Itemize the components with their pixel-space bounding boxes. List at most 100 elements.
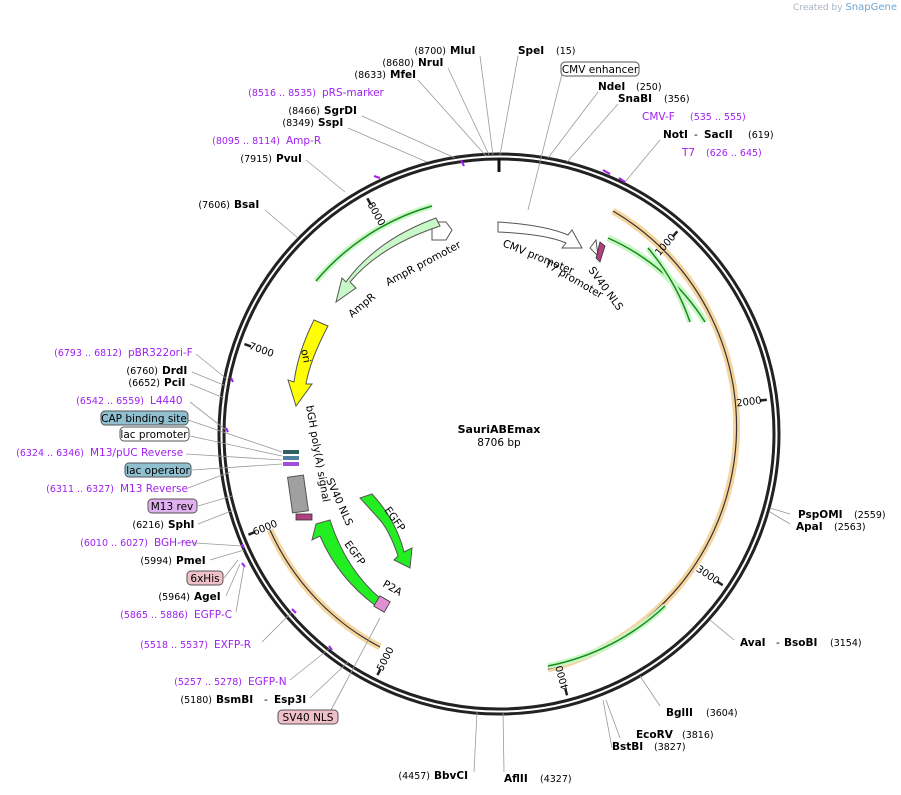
label-ampr-promoter: AmpR promoter	[384, 239, 464, 289]
enzyme-esp3i: Esp3I	[274, 694, 306, 706]
pos-sspi: (8349)	[282, 118, 314, 129]
green-arc-right-bottom-core	[547, 605, 666, 667]
scale-label-3000: 3000	[694, 564, 721, 587]
pos-pbr322ori-f: (6793 .. 6812)	[54, 348, 122, 359]
box-6xhis	[186, 570, 224, 586]
lac-feature-3	[283, 462, 299, 466]
pos-ndei: (250)	[636, 82, 662, 93]
primer-prs-marker: pRS-marker	[322, 87, 385, 99]
primer-cmv-f: CMV-F	[642, 111, 675, 123]
scale-tick-5000	[376, 668, 382, 676]
enzyme-pvui: PvuI	[276, 153, 302, 165]
enzyme-aflii: AflII	[504, 773, 528, 785]
enzyme-ecorv: EcoRV	[636, 729, 674, 741]
primer-pbr322ori-f: pBR322ori-F	[128, 347, 193, 359]
pos-cmv-f: (535 .. 555)	[690, 112, 746, 123]
green-arc-right-top-2-core	[647, 247, 691, 323]
cmv-promoter-arrow	[497, 221, 583, 249]
pos-pspomi: (2559)	[854, 510, 886, 521]
enzyme-bsai: BsaI	[234, 199, 259, 211]
enzyme-pspomi: PspOMI	[798, 509, 843, 521]
green-arc-top-left-core	[315, 205, 433, 282]
pos-m13-puc-reverse: (6324 .. 6346)	[16, 448, 84, 459]
right-labels: SpeI (15) CMV enhancer NdeI (250) SnaBI …	[504, 45, 886, 785]
scale-tick-3000	[716, 580, 724, 587]
enzyme-avai: AvaI	[740, 637, 766, 649]
label-ori: ori	[298, 348, 313, 364]
enzyme-sphi: SphI	[168, 519, 194, 531]
pos-bglii: (3604)	[706, 708, 738, 719]
box-sv40-nls	[277, 709, 339, 725]
box-lac-operator	[124, 462, 192, 478]
pos-bsmbi-esp3i: (5180)	[180, 695, 212, 706]
primer-m13-puc-reverse: M13/pUC Reverse	[90, 447, 183, 459]
label-p2a: P2A	[381, 578, 405, 599]
plasmid-size: 8706 bp	[477, 437, 521, 449]
pos-mlui: (8700)	[414, 46, 446, 57]
label-6xhis: 6xHis	[190, 573, 219, 585]
pos-prs-marker: (8516 .. 8535)	[248, 88, 316, 99]
label-sv40-nls: SV40 NLS	[283, 712, 334, 724]
pos-noti-sacii: (619)	[748, 130, 774, 141]
enzyme-bstbi: BstBI	[612, 741, 643, 753]
pos-mfei: (8633)	[354, 70, 386, 81]
pos-agei: (5964)	[158, 592, 190, 603]
separator-bsmbi-esp3i: -	[264, 694, 268, 706]
enzyme-sacii: SacII	[704, 129, 733, 141]
t7-promoter-marker	[589, 238, 599, 258]
pos-bbvci: (4457)	[398, 771, 430, 782]
pos-sgrdi: (8466)	[288, 106, 320, 117]
enzyme-mfei: MfeI	[390, 69, 416, 81]
scale-label-7000: 7000	[247, 341, 275, 360]
enzyme-ndei: NdeI	[598, 81, 625, 93]
enzyme-drdi: DrdI	[162, 365, 187, 377]
enzyme-noti: NotI	[663, 129, 688, 141]
enzyme-apai: ApaI	[796, 521, 823, 533]
pos-ecorv: (3816)	[682, 730, 714, 741]
p2a-marker	[373, 595, 391, 613]
pos-bstbi: (3827)	[654, 742, 686, 753]
enzyme-mlui: MluI	[450, 45, 475, 57]
primer-amp-r: Amp-R	[286, 135, 321, 147]
lac-feature-2	[283, 456, 299, 460]
scale-label-2000: 2000	[736, 395, 763, 409]
primer-egfp-n: EGFP-N	[248, 676, 287, 688]
enzyme-bsmbi: BsmBI	[216, 694, 253, 706]
pos-m13-reverse: (6311 .. 6327)	[46, 484, 114, 495]
pos-nrui: (8680)	[382, 58, 414, 69]
scale-tick-1000	[671, 230, 679, 238]
scale-tick-6000	[248, 530, 256, 536]
box-cmv-enhancer	[560, 61, 640, 77]
enzyme-sgrdi: SgrDI	[324, 105, 357, 117]
sv40-nls-top-marker	[595, 241, 606, 263]
pos-apai: (2563)	[834, 522, 866, 533]
box-cap-binding-site	[100, 410, 189, 426]
enzyme-bglii: BglII	[666, 707, 693, 719]
pos-bgh-rev: (6010 .. 6027)	[80, 538, 148, 549]
ori-arrow	[287, 319, 329, 408]
enzyme-spei: SpeI	[518, 45, 544, 57]
pos-l4440: (6542 .. 6559)	[76, 396, 144, 407]
enzyme-nrui: NruI	[418, 57, 443, 69]
primer-exfp-r: EXFP-R	[214, 639, 251, 651]
primer-pbr-tick	[230, 377, 234, 383]
primer-exfpr-tick	[291, 608, 297, 614]
ampr-arrow	[335, 217, 441, 304]
primer-m13-reverse: M13 Reverse	[120, 483, 188, 495]
egfp-arrow-lower	[311, 519, 383, 607]
left-labels: (8700) MluI (8680) NruI (8633) MfeI (851…	[16, 45, 475, 782]
pos-pvui: (7915)	[240, 154, 272, 165]
label-cmv-enhancer: CMV enhancer	[562, 64, 639, 76]
pos-t7: (626 .. 645)	[706, 148, 762, 159]
label-lac-promoter: lac promoter	[120, 429, 188, 441]
pos-snabi: (356)	[664, 94, 690, 105]
box-m13-rev	[147, 498, 198, 514]
bgh-polya-signal	[287, 474, 309, 514]
pos-pcii: (6652)	[128, 378, 160, 389]
egfp-arrow-upper	[359, 493, 413, 569]
scale-tick-2000	[759, 398, 767, 402]
primer-l4440: L4440	[150, 395, 183, 407]
pos-avai-bsobi: (3154)	[830, 638, 862, 649]
primer-egfpc-tick	[241, 562, 246, 568]
